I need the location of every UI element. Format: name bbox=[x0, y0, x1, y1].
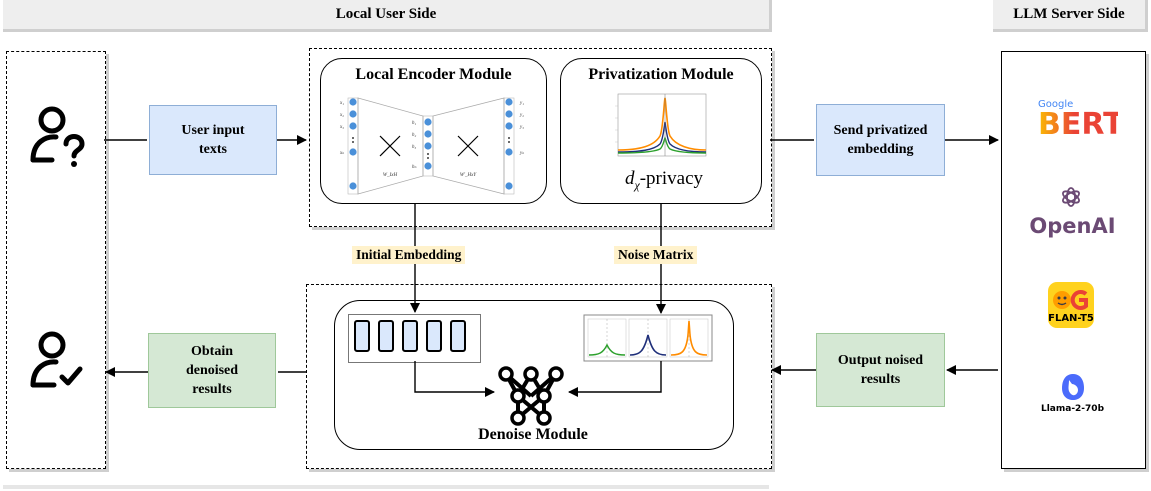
encoder-hidden-label: h₂ bbox=[412, 133, 417, 138]
initial-embedding-tag: Initial Embedding bbox=[352, 246, 466, 264]
denoise-dashed-container bbox=[306, 284, 772, 469]
encoder-weight-right-label: W'_HxY bbox=[460, 173, 478, 178]
encoder-ellipsis-dot bbox=[508, 137, 510, 139]
embedding-cell bbox=[402, 320, 418, 352]
encoder-hidden-label: h₁ bbox=[412, 121, 417, 126]
bert-wordmark: BERT bbox=[1038, 107, 1124, 142]
embedding-cell bbox=[426, 320, 442, 352]
encoder-trapezoid-left bbox=[357, 97, 424, 195]
openai-label: OpenAI bbox=[1029, 214, 1116, 238]
encoder-input-label: x₃ bbox=[339, 125, 344, 130]
encoder-ellipsis-dot bbox=[427, 157, 429, 159]
llm-server-side-header: LLM Server Side bbox=[993, 0, 1148, 32]
encoder-hidden-node bbox=[424, 142, 432, 150]
encoder-output-node bbox=[505, 148, 513, 156]
encoder-output-node bbox=[505, 182, 513, 190]
google-wordmark: Google bbox=[1038, 99, 1074, 110]
encoder-network-diagram: W_IxH W'_HxY x₁ y₁ x₂ y₂ x₃ y₃ xₙ yₙ h₁ h₂ h₃ hₙ bbox=[339, 97, 524, 195]
privatization-title: Privatization Module bbox=[588, 66, 734, 83]
encoder-output-node bbox=[505, 122, 513, 130]
encoder-input-node bbox=[349, 98, 357, 106]
noise-plot-navy bbox=[628, 318, 668, 358]
encoder-input-label: xₙ bbox=[339, 151, 344, 156]
encoder-input-node bbox=[349, 148, 357, 156]
local-user-side-header: Local User Side bbox=[3, 0, 772, 32]
arrow-embedding-to-denoise bbox=[414, 361, 495, 397]
encoder-hidden-label: hₙ bbox=[412, 165, 417, 170]
user-question-icon bbox=[30, 106, 85, 167]
noise-plot-green bbox=[587, 318, 627, 358]
obtain-denoised-results-box: Obtain denoised results bbox=[148, 333, 276, 408]
noise-plot-orange bbox=[669, 318, 709, 358]
encoder-output-label: y₁ bbox=[519, 101, 524, 106]
encoder-output-node bbox=[505, 98, 513, 106]
bottom-shadow-bar bbox=[3, 485, 769, 489]
encoding-dashed-container bbox=[309, 48, 772, 227]
llama-icon bbox=[1062, 374, 1084, 400]
encoder-cross-right bbox=[457, 135, 479, 157]
encoder-hidden-node bbox=[424, 162, 432, 170]
encoder-trapezoid-right bbox=[432, 97, 505, 195]
denoise-network-icon bbox=[498, 366, 564, 426]
bert-logo: Google BERT bbox=[1038, 99, 1124, 142]
flan-t5-label: FLAN-T5 bbox=[1048, 313, 1094, 324]
encoder-output-label: y₂ bbox=[519, 113, 524, 118]
hugging-face-icon bbox=[1053, 290, 1088, 310]
flan-t5-logo: FLAN-T5 bbox=[1048, 282, 1094, 328]
encoder-input-node bbox=[349, 110, 357, 118]
encoder-input-label: x₁ bbox=[339, 101, 344, 106]
embedding-cell bbox=[354, 320, 370, 352]
noise-matrix-plots bbox=[583, 314, 713, 362]
user-input-texts-box: User input texts bbox=[149, 105, 277, 175]
user-column bbox=[6, 51, 106, 469]
denoise-title: Denoise Module bbox=[478, 426, 588, 443]
encoder-input-label: x₂ bbox=[339, 113, 344, 118]
encoder-output-label: y₃ bbox=[519, 125, 524, 130]
user-check-icon bbox=[30, 331, 83, 388]
encoder-output-node bbox=[505, 110, 513, 118]
dx-privacy-label: dχ-privacy bbox=[624, 168, 704, 192]
encoder-output-label: yₙ bbox=[519, 151, 524, 156]
encoder-hidden-node bbox=[424, 130, 432, 138]
embedding-cell bbox=[450, 320, 466, 352]
encoder-ellipsis-dot bbox=[508, 141, 510, 143]
embedding-cell bbox=[378, 320, 394, 352]
encoder-hidden-label: h₃ bbox=[412, 145, 417, 150]
noise-matrix-tag: Noise Matrix bbox=[614, 246, 698, 264]
encoder-title: Local Encoder Module bbox=[355, 66, 512, 83]
encoder-ellipsis-dot bbox=[352, 141, 354, 143]
encoder-ellipsis-dot bbox=[427, 153, 429, 155]
encoder-cross-left bbox=[379, 135, 401, 157]
encoder-weight-left-label: W_IxH bbox=[383, 173, 398, 178]
encoder-input-node bbox=[349, 182, 357, 190]
encoder-input-node bbox=[349, 122, 357, 130]
arrow-noise-to-denoise bbox=[568, 361, 662, 397]
encoder-hidden-node bbox=[424, 118, 432, 126]
encoder-ellipsis-dot bbox=[352, 137, 354, 139]
output-noised-results-box: Output noised results bbox=[816, 333, 945, 407]
send-privatized-embedding-box: Send privatized embedding bbox=[816, 104, 945, 176]
llama-label: Llama-2-70b bbox=[1040, 404, 1105, 414]
llm-server-column bbox=[1001, 51, 1146, 469]
openai-icon bbox=[1062, 187, 1080, 207]
noise-distribution-plot bbox=[615, 93, 707, 157]
